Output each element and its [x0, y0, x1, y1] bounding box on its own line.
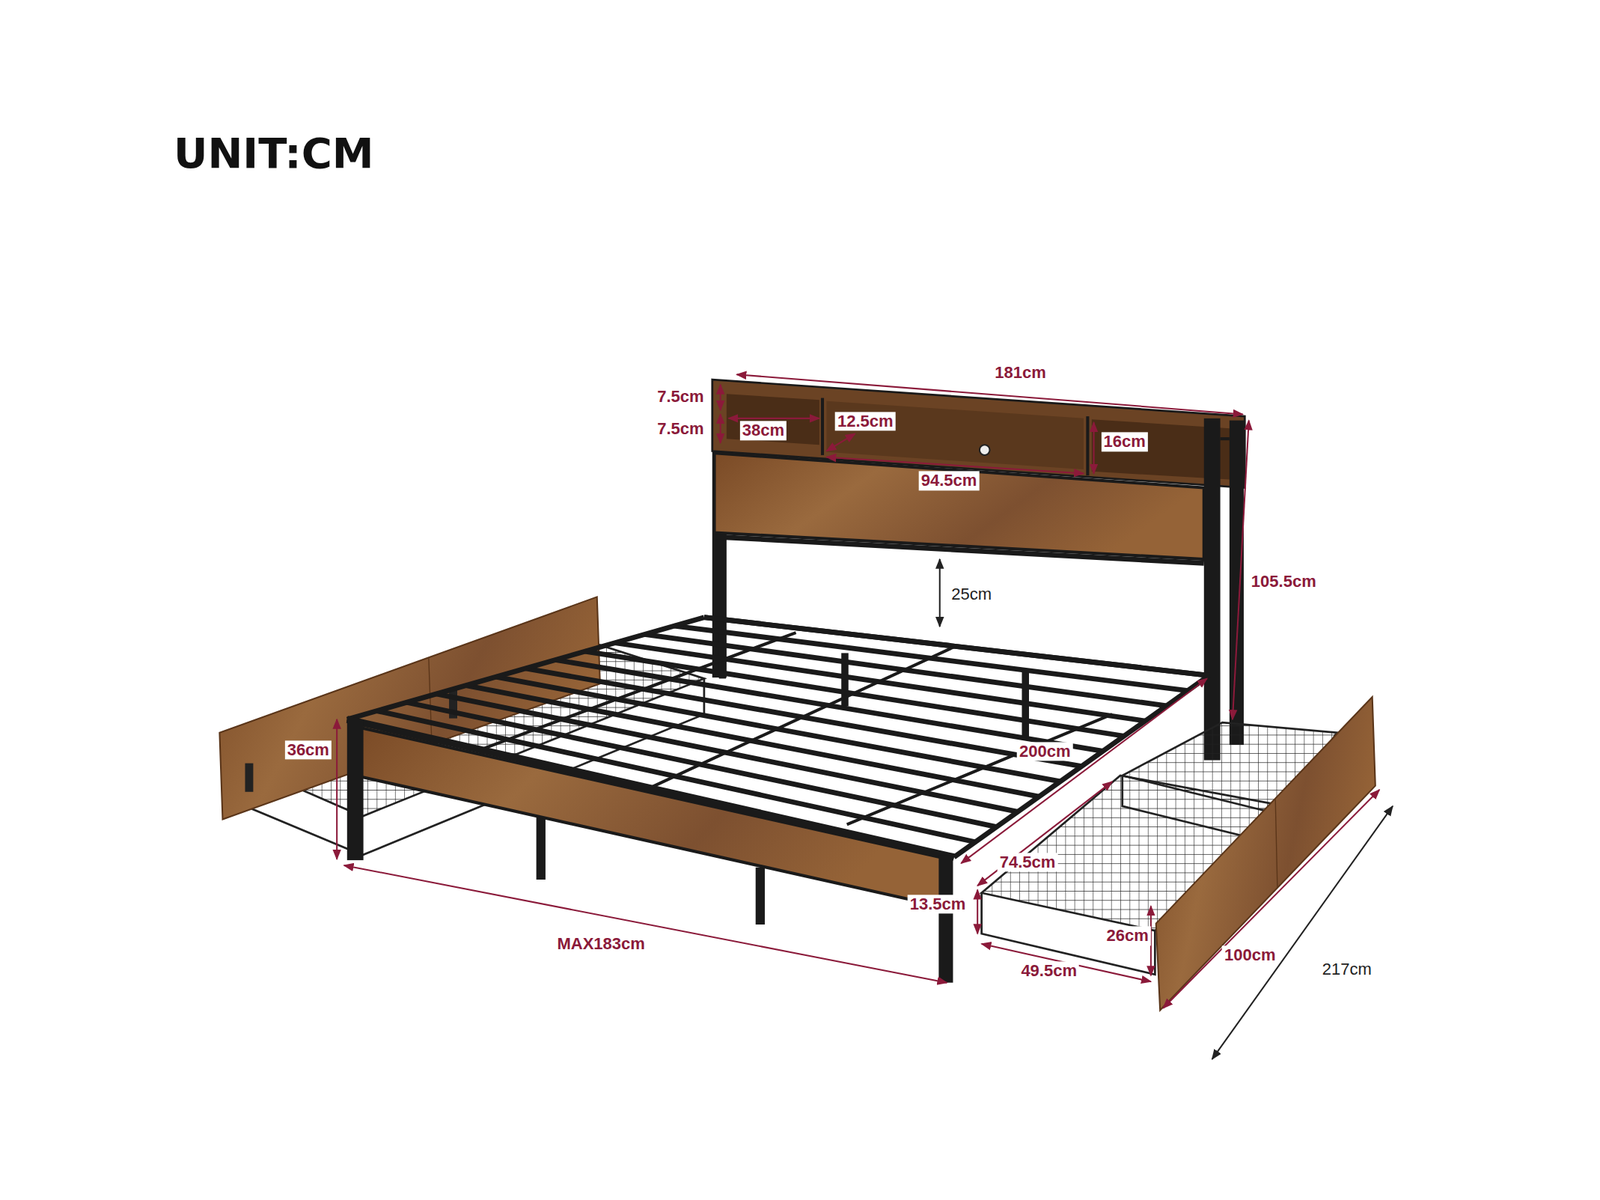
- dimension-label: 49.5cm: [1018, 960, 1080, 980]
- unit-title: UNIT:CM: [173, 128, 375, 178]
- dimension-lines-part: [344, 865, 948, 983]
- dimension-lines-part: [719, 384, 722, 411]
- dimension-label: 100cm: [1222, 945, 1279, 965]
- bed-platform-part: [479, 632, 797, 750]
- dimension-label: 7.5cm: [654, 387, 706, 407]
- dimension-label: 105.5cm: [1249, 572, 1319, 592]
- dimension-lines-part: [826, 433, 855, 451]
- dimension-label: 200cm: [1017, 741, 1074, 761]
- dimension-lines-part: [977, 781, 1113, 886]
- dimension-lines-part: [976, 889, 979, 934]
- dimension-label: 74.5cm: [997, 853, 1059, 872]
- headboard-part: [979, 444, 991, 456]
- dimension-label: 12.5cm: [835, 411, 896, 431]
- dimension-label: 13.5cm: [907, 894, 969, 914]
- footboard: [347, 719, 955, 983]
- bed-platform-part: [650, 645, 957, 788]
- headboard-part: [820, 398, 824, 456]
- bed-platform-part: [847, 713, 1113, 824]
- dimension-label: 94.5cm: [918, 471, 980, 491]
- dimension-lines-part: [719, 413, 722, 443]
- dimension-lines-part: [939, 559, 941, 627]
- right-drawers-part: [1275, 798, 1278, 888]
- bed-platform-part: [755, 867, 765, 925]
- dimension-label: 16cm: [1100, 432, 1148, 452]
- dimension-lines: [336, 374, 1393, 1059]
- footboard-part: [347, 719, 364, 860]
- headboard-part: [714, 536, 1205, 563]
- dimension-label: 7.5cm: [654, 419, 706, 438]
- dimension-label: 36cm: [285, 740, 332, 760]
- dimension-lines-part: [728, 417, 820, 420]
- bed-slat: [704, 617, 1210, 676]
- headboard-part: [1220, 437, 1230, 441]
- dimension-label: MAX183cm: [554, 934, 647, 954]
- bed-platform-part: [347, 617, 705, 720]
- dimension-lines-part: [1093, 422, 1095, 473]
- dimension-label: 217cm: [1320, 960, 1374, 979]
- headboard-part: [1229, 420, 1244, 745]
- dimension-lines-part: [336, 719, 338, 860]
- bed-platform-part: [536, 815, 546, 880]
- dimension-label: 38cm: [740, 421, 787, 441]
- footboard-part: [347, 719, 955, 857]
- dimension-lines-part: [1232, 420, 1250, 720]
- headboard-part: [1085, 416, 1089, 476]
- footboard-part: [938, 854, 953, 982]
- dimension-label: 26cm: [1104, 926, 1151, 946]
- dimension-label: 181cm: [992, 362, 1049, 382]
- right-drawers-part: [1156, 696, 1376, 1010]
- left-drawer-part: [428, 657, 432, 743]
- bed-platform-part: [704, 617, 1210, 676]
- headboard-part: [726, 393, 820, 445]
- left-drawer-part: [244, 763, 253, 792]
- dimension-label: 25cm: [948, 584, 994, 604]
- dimension-lines-part: [736, 374, 1243, 414]
- dimension-lines-part: [1212, 805, 1393, 1059]
- footboard-part: [355, 726, 949, 909]
- dimension-lines-part: [960, 678, 1208, 863]
- headboard-part: [1204, 418, 1221, 761]
- dimension-lines-part: [981, 943, 1151, 982]
